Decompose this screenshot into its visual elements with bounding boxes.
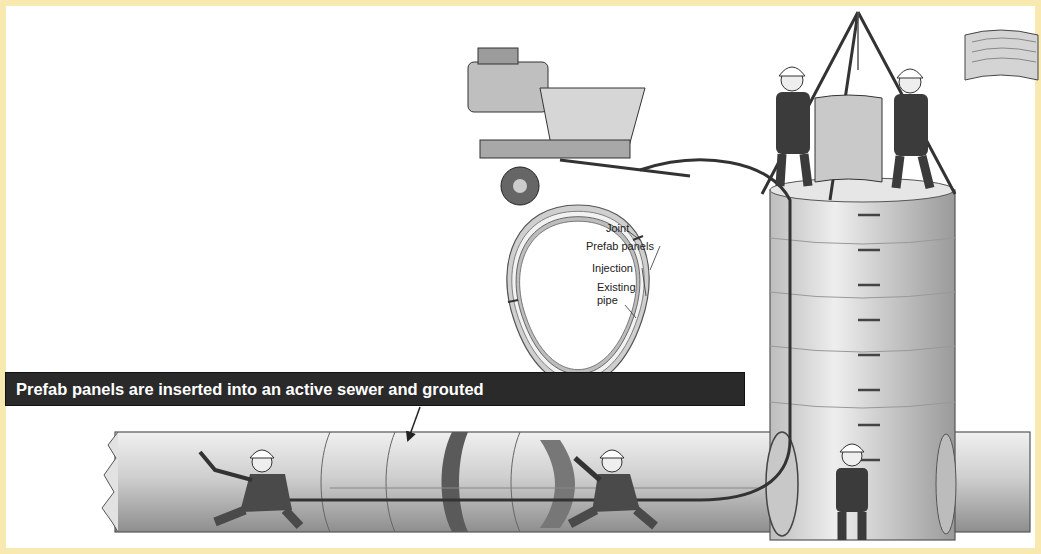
hard-hat	[250, 450, 274, 458]
injection-layer	[512, 211, 644, 379]
pointer-arrow	[408, 407, 420, 440]
worker-legs	[896, 156, 930, 188]
callout-label: Prefab panels	[586, 240, 666, 253]
hard-hat	[897, 69, 923, 78]
worker-body	[836, 468, 868, 512]
hoist-chain	[857, 12, 859, 70]
worker-body	[776, 92, 810, 154]
grout-gun	[200, 452, 252, 480]
pipe-opening	[766, 432, 798, 536]
prefab-panel	[965, 30, 1038, 80]
panel-joint	[386, 432, 395, 532]
callout-label: Joint	[606, 222, 646, 235]
worker-body	[894, 94, 928, 156]
worker-legs	[570, 510, 655, 526]
caption-banner: Prefab panels are inserted into an activ…	[5, 372, 745, 406]
pump-motor	[468, 62, 548, 112]
worker	[200, 450, 300, 526]
pump-wheel	[501, 167, 539, 205]
pump-wheel	[513, 179, 527, 193]
shaft-ring	[770, 238, 955, 408]
panel-segment	[540, 440, 575, 528]
pipe-opening	[936, 434, 956, 534]
panel-edge	[972, 38, 1036, 62]
pump-motor	[478, 48, 518, 64]
broken-pipe-end	[102, 432, 118, 532]
hard-hat	[840, 444, 864, 452]
callout-label: Injection	[592, 262, 652, 275]
hard-hat	[779, 67, 805, 76]
worker-legs	[215, 510, 300, 526]
panel-seam	[330, 488, 760, 489]
worker	[776, 67, 810, 186]
worker	[836, 444, 868, 540]
worker-legs	[842, 512, 862, 540]
grout-hose	[250, 160, 790, 500]
banner-text: Prefab panels are inserted into an activ…	[16, 380, 484, 399]
existing-pipe-section	[507, 205, 649, 386]
tripod	[762, 12, 955, 200]
canvas	[6, 6, 1035, 548]
pump-frame	[480, 140, 630, 158]
worker	[894, 69, 930, 188]
panel-joint	[321, 432, 330, 532]
worker	[570, 450, 655, 526]
worker-arm	[575, 458, 600, 480]
callout-label: Existing pipe	[597, 281, 645, 307]
panel-stack	[965, 30, 1038, 80]
hard-hat	[600, 450, 624, 458]
worker-legs	[780, 154, 808, 186]
prefab-panel	[815, 95, 882, 182]
grout-band	[442, 432, 469, 532]
panel-joint	[511, 432, 520, 532]
ladder-rungs	[858, 215, 880, 460]
